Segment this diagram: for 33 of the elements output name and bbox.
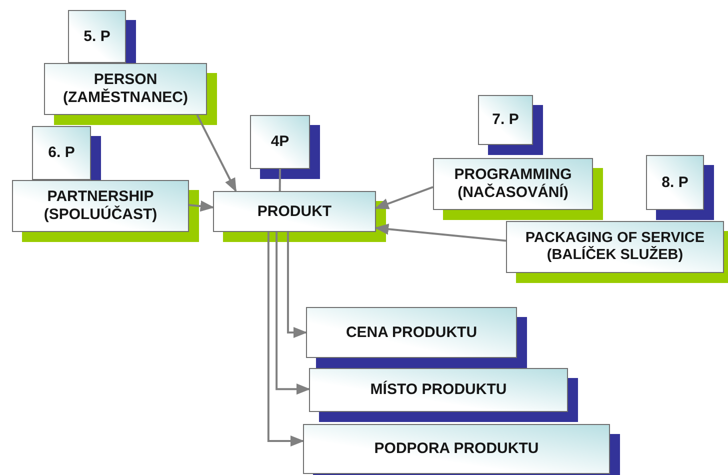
text-box — [646, 155, 704, 210]
text-box — [433, 158, 593, 210]
box-label: 4P — [270, 133, 290, 151]
text-box — [478, 95, 533, 145]
text-box — [506, 221, 724, 273]
box-label: PARTNERSHIP (SPOLUÚČAST) — [42, 188, 158, 224]
text-box — [32, 126, 91, 180]
text-box — [309, 368, 568, 412]
box-label: PROGRAMMING (NAČASOVÁNÍ) — [453, 166, 573, 202]
box-label: PACKAGING OF SERVICE (BALÍČEK SLUŽEB) — [524, 230, 706, 264]
text-box — [250, 115, 310, 169]
arrow — [196, 114, 237, 192]
arrow — [286, 232, 308, 338]
arrow — [188, 200, 214, 212]
box-label: PERSON (ZAMĚSTNANEC) — [62, 71, 189, 107]
box-label: CENA PRODUKTU — [346, 324, 478, 342]
box-label: MÍSTO PRODUKTU — [370, 381, 507, 399]
box-label: 6. P — [48, 144, 75, 162]
arrow — [374, 186, 434, 210]
text-box — [68, 10, 126, 63]
arrow — [267, 232, 304, 447]
text-box — [303, 424, 610, 474]
arrow — [374, 224, 506, 242]
text-box — [306, 307, 517, 358]
arrow — [276, 232, 310, 395]
box-label: 8. P — [662, 174, 688, 192]
box-label: PODPORA PRODUKTU — [374, 440, 539, 458]
text-box — [44, 63, 207, 115]
text-box — [12, 180, 189, 232]
box-label: PRODUKT — [257, 202, 332, 220]
box-label: 5. P — [84, 28, 110, 46]
box-label: 7. P — [492, 111, 519, 129]
text-box — [213, 191, 376, 232]
